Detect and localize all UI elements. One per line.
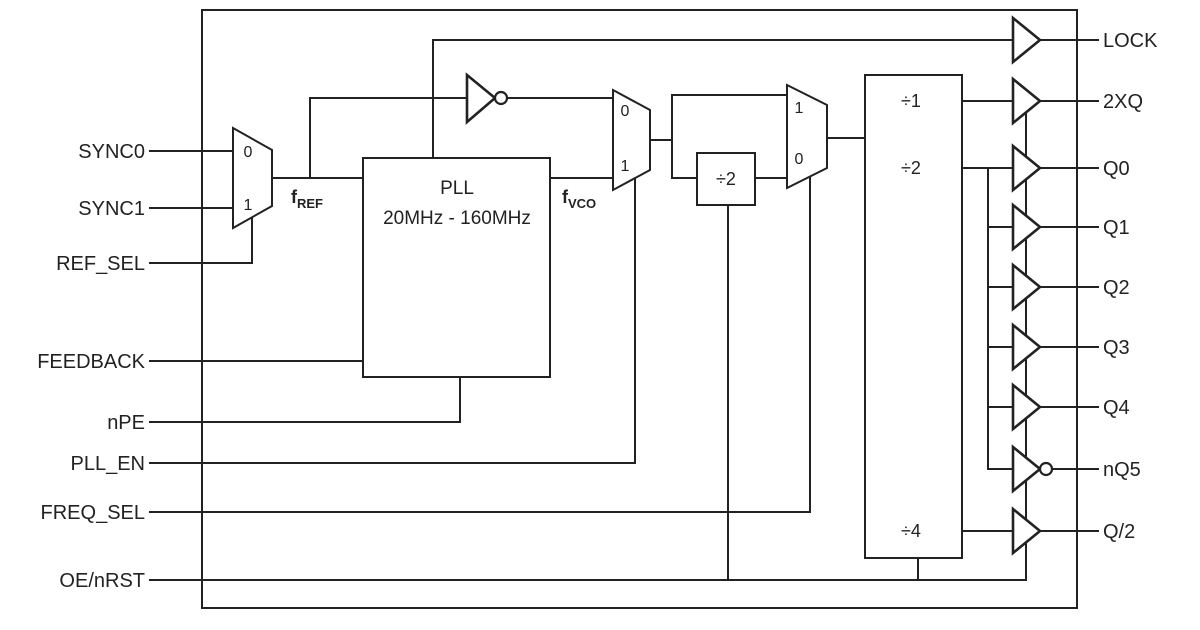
lock-buffer-icon: [1011, 15, 1043, 65]
output-label-q1: Q1: [1103, 217, 1130, 239]
output-label-lock: LOCK: [1103, 30, 1158, 52]
input-label-freq-sel: FREQ_SEL: [41, 502, 145, 524]
input-label-pll-en: PLL_EN: [71, 453, 146, 475]
output-label-nq5: nQ5: [1103, 459, 1141, 481]
2xq-buffer-icon: [1011, 76, 1043, 126]
wire-npe: [149, 376, 461, 423]
freq-mux-port-1: 1: [795, 100, 804, 117]
ref-mux-port-0: 0: [244, 144, 253, 161]
wire-oe-nrst: [149, 100, 1027, 581]
prescaler-block: [696, 152, 756, 206]
inverter-bubble-icon: [493, 90, 509, 106]
blocks: [232, 15, 1054, 559]
ref-select-mux: [232, 126, 273, 230]
wire-ref-sel: [149, 215, 253, 264]
input-label-ref-sel: REF_SEL: [56, 253, 145, 275]
input-label-feedback: FEEDBACK: [37, 351, 145, 373]
output-label-q4: Q4: [1103, 397, 1130, 419]
inverter-icon: [465, 72, 498, 125]
qdiv2-buffer-icon: [1011, 506, 1043, 556]
freq-mux-port-0: 0: [795, 151, 804, 168]
chip-boundary: [201, 9, 1078, 609]
divider-div1-label: ÷1: [901, 91, 921, 111]
net-label-fref: fREF: [291, 187, 323, 211]
output-label-q3: Q3: [1103, 337, 1130, 359]
input-label-npe: nPE: [107, 412, 145, 434]
input-label-sync1: SYNC1: [78, 198, 145, 220]
q4-buffer-icon: [1011, 382, 1043, 432]
net-label-fvco: fVCO: [562, 187, 596, 211]
output-label-q0: Q0: [1103, 158, 1130, 180]
bypass-mux-port-0: 0: [621, 103, 630, 120]
nq5-buffer-icon: [1011, 444, 1043, 494]
wire-freq-sel: [149, 174, 811, 513]
q0-buffer-icon: [1011, 143, 1043, 193]
ref-mux-port-1: 1: [244, 197, 253, 214]
pll-block-range: 20MHz - 160MHz: [383, 208, 531, 229]
wires: [149, 39, 1099, 581]
pll-block-title: PLL: [440, 178, 474, 199]
wire-fref-to-inverter: [309, 97, 468, 179]
divider-div2-label: ÷2: [901, 158, 921, 178]
wire-lock: [432, 39, 1014, 159]
labels: SYNC0 SYNC1 REF_SEL FEEDBACK nPE PLL_EN …: [37, 30, 1158, 592]
output-divider-block: [864, 74, 963, 559]
output-label-2xq: 2XQ: [1103, 91, 1143, 113]
q2-buffer-icon: [1011, 262, 1043, 312]
nq5-bubble-icon: [1038, 461, 1054, 477]
freq-select-mux: [786, 83, 828, 190]
wire-prescaler-branch: [671, 94, 788, 179]
input-label-sync0: SYNC0: [78, 141, 145, 163]
pll-block: [362, 157, 551, 378]
bypass-mux-port-1: 1: [621, 158, 630, 175]
pll-bypass-mux: [612, 88, 651, 192]
q1-buffer-icon: [1011, 202, 1043, 252]
q3-buffer-icon: [1011, 322, 1043, 372]
prescaler-label: ÷2: [716, 169, 736, 189]
wire-pll-en: [149, 176, 636, 464]
input-label-oe-nrst: OE/nRST: [59, 570, 145, 592]
output-label-qdiv2: Q/2: [1103, 521, 1135, 543]
divider-div4-label: ÷4: [901, 521, 921, 541]
output-label-q2: Q2: [1103, 277, 1130, 299]
